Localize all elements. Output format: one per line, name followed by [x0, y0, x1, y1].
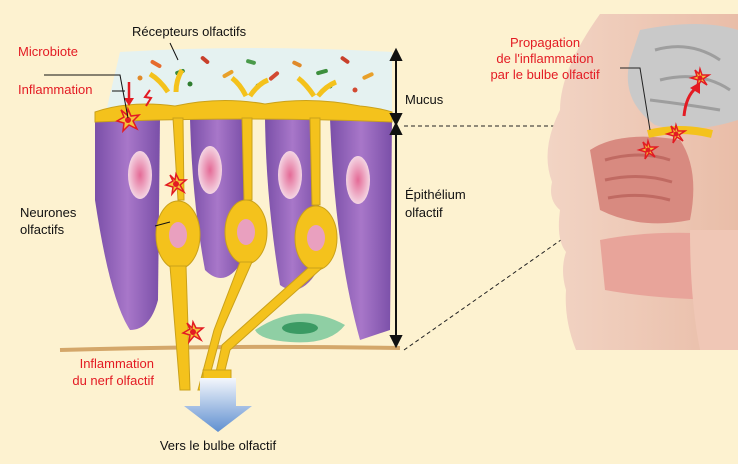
- nerve-inflammation-label-line2: du nerf olfactif: [30, 373, 154, 388]
- nerve-inflammation-label-line1: Inflammation: [30, 356, 154, 371]
- microbiote-label: Microbiote: [18, 44, 78, 59]
- propagation-label-line1: Propagation: [440, 35, 650, 50]
- neurons-label-line1: Neurones: [20, 205, 76, 220]
- layer-brackets: [391, 50, 401, 346]
- propagation-label-line2: de l'inflammation: [440, 51, 650, 66]
- mucus-label: Mucus: [405, 92, 443, 107]
- neurons-label-line2: olfactifs: [20, 222, 64, 237]
- bulb-direction-label: Vers le bulbe olfactif: [138, 438, 298, 453]
- inflammation-label: Inflammation: [18, 82, 92, 97]
- propagation-label-line3: par le bulbe olfactif: [440, 67, 650, 82]
- epithelium-label-line1: Épithélium: [405, 187, 466, 202]
- receptors-label: Récepteurs olfactifs: [132, 24, 246, 39]
- epithelium-label-line2: olfactif: [405, 205, 443, 220]
- down-arrow-icon: [184, 378, 252, 432]
